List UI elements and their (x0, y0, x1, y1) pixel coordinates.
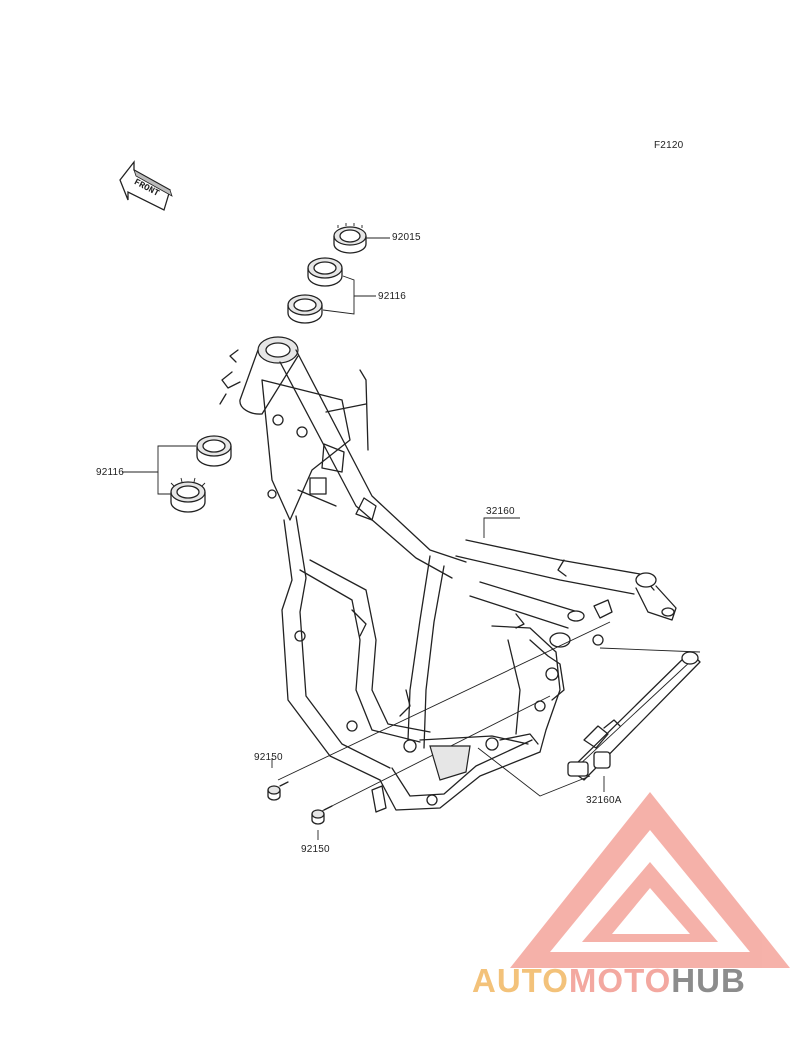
diagram-code: F2120 (654, 140, 684, 151)
watermark-text: AUTOMOTOHUB (472, 962, 746, 999)
main-frame (219, 336, 677, 813)
bolt-left (267, 781, 289, 801)
front-arrow-icon: FRONT (119, 160, 173, 211)
bolt-right (311, 805, 333, 825)
part-label-frame[interactable]: 32160 (486, 506, 515, 517)
sub-frame (567, 651, 701, 781)
watermark-logo (510, 792, 790, 968)
part-label-bolt-right[interactable]: 92150 (301, 844, 330, 855)
lower-bearing (170, 435, 232, 513)
part-label-bolt-left[interactable]: 92150 (254, 752, 283, 763)
part-label-lower-bearing[interactable]: 92116 (96, 467, 125, 478)
upper-bearing (287, 257, 343, 324)
steering-stem-nut (333, 223, 367, 254)
part-label-top-nut[interactable]: 92015 (392, 232, 421, 243)
part-label-upper-bearing[interactable]: 92116 (378, 291, 407, 302)
part-label-sub-frame[interactable]: 32160A (586, 795, 622, 806)
